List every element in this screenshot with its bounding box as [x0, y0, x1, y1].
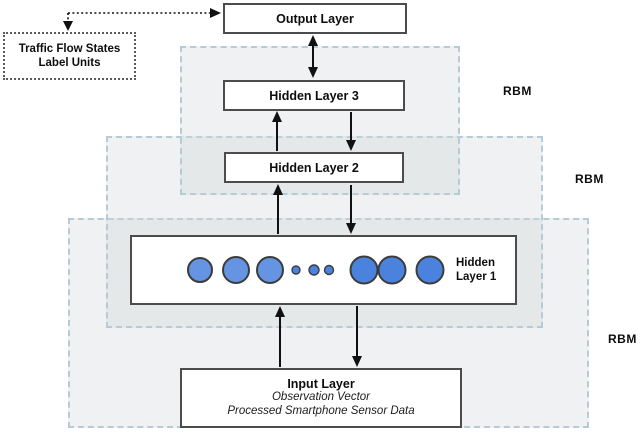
- hidden-layer-3-label: Hidden Layer 3: [269, 88, 359, 103]
- hidden-layer-1-label: Hidden Layer 1: [456, 257, 496, 284]
- label-units-line2: Label Units: [38, 57, 101, 69]
- rbm-label-bottom: RBM: [608, 332, 637, 346]
- hidden-layer-1-label-line1: Hidden: [456, 257, 495, 269]
- dotted-connector-output-labelunits-icon: [63, 8, 221, 31]
- input-layer-title: Input Layer: [287, 376, 355, 391]
- hidden-layer-2-box: Hidden Layer 2: [224, 152, 404, 183]
- rbm-label-middle: RBM: [575, 172, 604, 186]
- hidden-layer-3-box: Hidden Layer 3: [223, 80, 405, 111]
- input-layer-subtitle-2: Processed Smartphone Sensor Data: [227, 404, 415, 417]
- hidden-layer-2-label: Hidden Layer 2: [269, 160, 359, 175]
- label-units-box: Traffic Flow States Label Units: [3, 32, 136, 80]
- output-layer-box: Output Layer: [223, 3, 407, 34]
- rbm-label-top: RBM: [503, 84, 532, 98]
- output-layer-label: Output Layer: [276, 11, 354, 26]
- label-units-line1: Traffic Flow States: [18, 43, 121, 55]
- input-layer-subtitle-1: Observation Vector: [271, 391, 370, 404]
- input-layer-box: Input Layer Observation Vector Processed…: [180, 368, 462, 428]
- hidden-layer-1-label-line2: Layer 1: [456, 270, 497, 283]
